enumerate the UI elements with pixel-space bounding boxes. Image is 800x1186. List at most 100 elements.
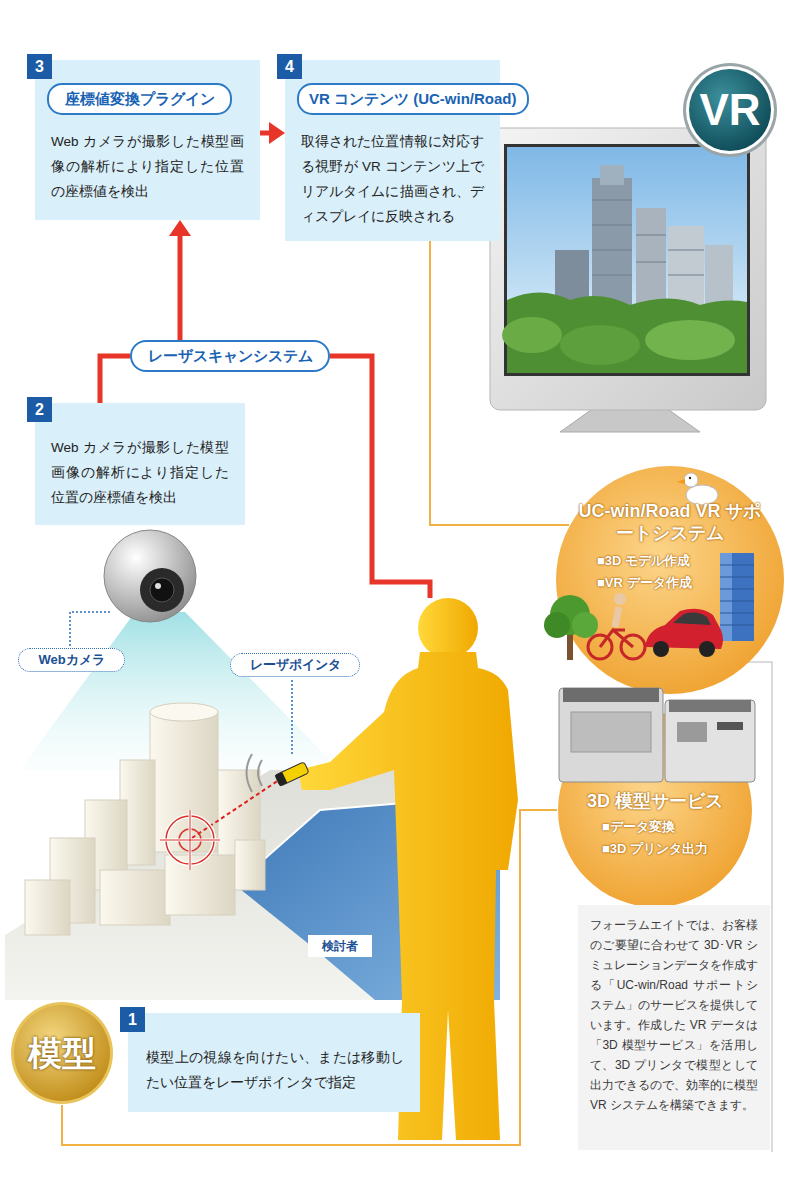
cyclist — [614, 593, 626, 605]
monitor — [560, 325, 640, 365]
laser-pointer — [275, 762, 309, 786]
cyclist — [615, 607, 619, 627]
part-label: レーザポインタ — [250, 656, 341, 674]
target-marker — [160, 810, 220, 870]
connector — [100, 356, 130, 403]
laser-pointer — [247, 754, 263, 792]
laser-pointer — [275, 772, 287, 786]
person-tag: 検討者 — [308, 935, 372, 957]
callout-number: 3 — [27, 54, 52, 79]
system-pill: レーザスキャンシステム — [130, 340, 330, 372]
arrowhead — [169, 220, 191, 236]
car — [673, 613, 711, 625]
connector-line — [62, 810, 557, 1145]
tree — [572, 612, 598, 638]
process-box: 3座標値変換プラグインWeb カメラが撮影した模型画像の解析により指定した位置の… — [35, 60, 260, 220]
web-camera — [155, 583, 161, 589]
connector-line — [100, 356, 130, 403]
bullet-item: ■3D モデル作成 — [597, 550, 690, 572]
connector-line — [260, 131, 270, 136]
3d-printer — [559, 688, 663, 782]
callout-number: 1 — [120, 1007, 145, 1032]
callout-number: 4 — [277, 54, 302, 79]
city-model — [25, 880, 70, 935]
connector — [62, 810, 557, 1145]
3d-printer — [669, 700, 751, 712]
box-text: Web カメラが撮影した模型画像の解析により指定した位置の座標値を検出 — [47, 435, 233, 510]
laser-pointer — [275, 762, 309, 786]
monitor — [645, 320, 735, 360]
leader-line — [291, 680, 293, 755]
box-text: Web カメラが撮影した模型画像の解析により指定した位置の座標値を検出 — [47, 129, 248, 204]
3d-printer — [677, 722, 707, 742]
building — [720, 565, 754, 625]
duck — [689, 477, 691, 479]
badge-text: VR — [699, 86, 760, 134]
model-badge: 模型 — [10, 1001, 114, 1105]
laser-scan-line — [330, 356, 430, 598]
badge-text: 模型 — [28, 1033, 96, 1073]
note-panel: フォーラムエイトでは、お客様のご要望に合わせて 3D･VR シミュレーションデー… — [578, 905, 770, 1150]
circle-outline — [556, 466, 784, 694]
box-heading: VR コンテンツ (UC-win/Road) — [297, 83, 529, 115]
bullet-item: ■データ変換 — [602, 816, 675, 838]
car — [645, 609, 723, 657]
building — [720, 553, 754, 641]
circle-outline — [11, 1002, 113, 1104]
circle-outline — [689, 69, 771, 151]
building — [720, 553, 754, 641]
duck — [677, 473, 718, 505]
person-label: 検討者 — [322, 938, 358, 955]
3d-printer — [571, 712, 651, 752]
3d-printer — [559, 688, 755, 782]
laser-beam — [192, 778, 282, 838]
3d-printer — [563, 688, 659, 702]
leader-line — [70, 612, 112, 646]
arrowhead — [269, 122, 285, 144]
duck — [684, 473, 698, 487]
city-model — [150, 712, 218, 852]
bullet-item: ■VR データ作成 — [597, 572, 692, 594]
monitor — [600, 165, 624, 185]
city-model — [100, 870, 170, 925]
3d-printer — [717, 722, 743, 730]
city-model — [235, 840, 265, 890]
web-camera — [150, 578, 174, 602]
circle-outline — [686, 66, 774, 154]
tree — [544, 612, 570, 638]
note-text: フォーラムエイトでは、お客様のご要望に合わせて 3D･VR シミュレーションデー… — [590, 915, 758, 1115]
3d-printer — [665, 700, 755, 782]
bullet-item: ■3D プリンタ出力 — [602, 838, 708, 860]
monitor — [490, 128, 766, 432]
box-text: 取得された位置情報に対応する視野が VR コンテンツ上でリアルタイムに描画され、… — [297, 129, 488, 229]
target-marker — [160, 810, 220, 870]
monitor — [490, 128, 766, 410]
cyclist — [600, 630, 633, 647]
part-tag: レーザポインタ — [230, 653, 360, 677]
connector-line — [430, 241, 569, 525]
circle-outline — [683, 63, 777, 157]
process-box: 4VR コンテンツ (UC-win/Road)取得された位置情報に対応する視野が… — [285, 60, 500, 241]
box-heading: 座標値変換プラグイン — [47, 83, 232, 115]
process-box: 1模型上の視線を向けたい、または移動したい位置をレーザポインタで指定 — [128, 1013, 420, 1112]
callout-number: 2 — [27, 397, 52, 422]
car — [699, 641, 715, 657]
monitor — [502, 317, 562, 353]
circle-heading: 3D 模型サービス — [563, 790, 748, 812]
part-label: Webカメラ — [38, 651, 104, 669]
process-box: 2Web カメラが撮影した模型画像の解析により指定した位置の座標値を検出 — [35, 403, 245, 525]
monitor — [592, 200, 704, 275]
system-label: レーザスキャンシステム — [148, 347, 313, 366]
vr-badge: VR — [682, 62, 778, 158]
web-camera — [140, 568, 184, 612]
web-camera — [104, 530, 196, 622]
connector-line — [178, 235, 183, 340]
city-model — [150, 703, 218, 721]
service-circle: 3D 模型サービス ■データ変換■3D プリンタ出力 — [557, 712, 753, 908]
web-camera — [104, 530, 196, 622]
box-text: 模型上の視線を向けたい、または移動したい位置をレーザポインタで指定 — [142, 1045, 408, 1095]
part-tag: Webカメラ — [18, 648, 125, 672]
connector — [169, 220, 191, 340]
